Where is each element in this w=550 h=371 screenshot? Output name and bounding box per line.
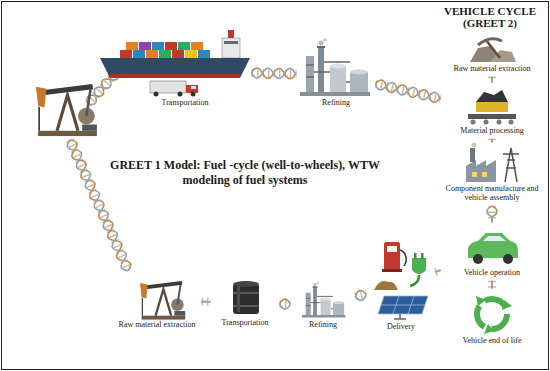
stage-box: Vehicle operation: [442, 224, 542, 279]
section-heading: VEHICLE CYCLE (GREET 2): [434, 5, 546, 29]
dna-strand: [279, 304, 290, 309]
dna-connector: [492, 281, 493, 289]
dna-connector: [279, 299, 290, 309]
dna-strand: [491, 281, 493, 289]
dna-strand: [435, 270, 440, 272]
stage-label: Refining: [292, 320, 354, 329]
dna-connector: [492, 77, 493, 83]
stage-label: Raw material extraction: [442, 64, 542, 73]
solar-panel-icon: [378, 296, 428, 319]
dna-strand: [280, 299, 291, 304]
dna-strand: [487, 206, 492, 223]
dna-connector: [492, 139, 493, 143]
stage-label: Component manufacture and vehicle assemb…: [442, 184, 542, 202]
stage-label: Transportation: [120, 98, 250, 107]
stage-box: Refining: [292, 280, 354, 331]
stage-box: Delivery: [368, 236, 434, 333]
dna-connector: [202, 301, 211, 302]
dna-strand: [374, 79, 441, 104]
dna-strand: [491, 77, 493, 83]
dna-rungs: [488, 139, 496, 143]
dna-rungs: [488, 281, 496, 289]
dna-strand: [355, 294, 367, 302]
conveyor-icon: [468, 90, 516, 125]
stage-box: Vehicle end of life: [442, 290, 542, 347]
stage-box: Transportation: [212, 276, 278, 329]
pump-jack-icon: [36, 87, 97, 136]
dna-connector: [435, 270, 440, 272]
stage-box: Transportation: [120, 34, 250, 109]
container-ship-icon: [100, 30, 250, 78]
dna-strand: [202, 301, 211, 303]
dna-strand: [374, 79, 441, 104]
stage-label: Delivery: [368, 322, 434, 331]
refinery-icon: [302, 282, 345, 318]
ev-plug-icon: [410, 253, 426, 286]
dna-strand: [251, 68, 296, 79]
dna-connector: [487, 206, 497, 223]
dna-rungs: [488, 206, 496, 223]
recycle-icon: [476, 296, 512, 334]
dna-strand: [491, 77, 493, 83]
dna-strand: [491, 281, 493, 289]
dna-strand: [202, 301, 211, 303]
car-icon: [468, 233, 518, 264]
stage-label: Refining: [298, 98, 374, 107]
dna-rungs: [202, 298, 211, 306]
stage-box: Component manufacture and vehicle assemb…: [442, 144, 542, 204]
fuel-pump-icon: [382, 242, 406, 272]
dna-strand: [491, 139, 493, 143]
dna-strand: [251, 68, 296, 79]
oil-barrel-icon: [233, 281, 259, 314]
dna-connector: [374, 79, 441, 104]
diagram-title: GREET 1 Model: Fuel -cycle (well-to-whee…: [100, 158, 390, 188]
dna-strand: [435, 270, 440, 272]
pump-jack-icon: [140, 283, 185, 320]
dna-strand: [354, 289, 366, 297]
stage-label: Material processing: [442, 126, 542, 135]
mining-icon: [470, 39, 516, 62]
truck-icon: [150, 81, 198, 97]
stage-box: Material processing: [442, 84, 542, 137]
stage-label: Raw material extraction: [114, 320, 200, 329]
stage-label: Vehicle operation: [442, 268, 542, 277]
stage-box: Refining: [298, 40, 374, 109]
dna-strand: [491, 139, 493, 143]
stage-label: Transportation: [212, 318, 278, 327]
biomass-pile-icon: [374, 281, 398, 290]
dna-rungs: [488, 77, 496, 83]
refinery-icon: [300, 38, 370, 96]
dna-connector: [354, 289, 368, 302]
dna-connector: [251, 68, 296, 79]
stage-box: Raw material extraction: [114, 270, 200, 331]
dna-rungs: [280, 300, 291, 308]
dna-rungs: [435, 270, 440, 272]
stage-label: Vehicle end of life: [442, 336, 542, 345]
factory-icon: [466, 143, 519, 183]
dna-rungs: [252, 69, 297, 78]
stage-box: Raw material extraction: [442, 40, 542, 75]
